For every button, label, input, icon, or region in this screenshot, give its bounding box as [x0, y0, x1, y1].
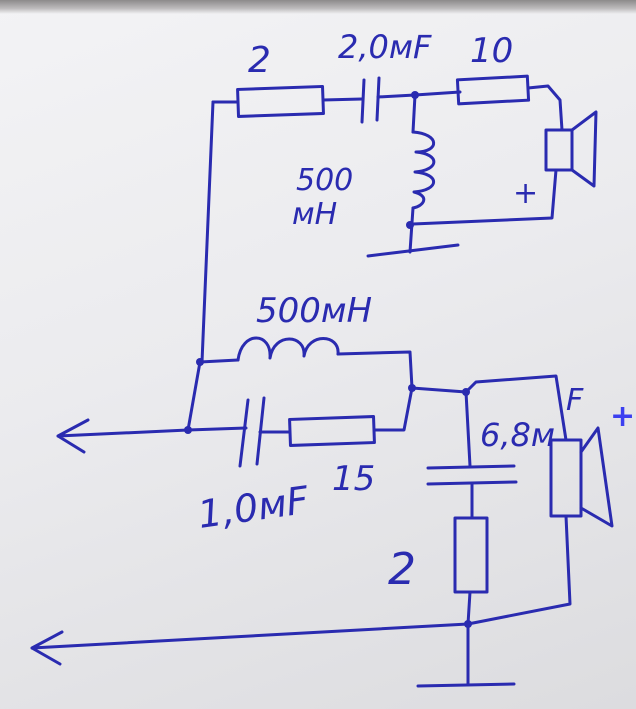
wire-coil-mid-right [336, 350, 414, 390]
wire-left-vertical [200, 100, 215, 364]
inductor-mid-500mH [236, 336, 340, 362]
resistor-top-10 [455, 74, 531, 106]
label-inductor-mid: 500мН [256, 291, 372, 331]
wire-speaker-bottom-return [466, 514, 572, 626]
inductor-top-500mH [411, 130, 436, 210]
wire-node-to-c-right [464, 390, 472, 468]
input-arrow-icon-top [56, 418, 190, 454]
wire-mid-right [410, 386, 468, 394]
wire-to-bottom-speaker [464, 374, 568, 442]
wire-node-to-coil [411, 93, 417, 134]
wire-c-to-node-top [376, 93, 417, 99]
label-capacitor-top: 2,0мF [338, 28, 432, 66]
wire-mid-to-coil [198, 358, 240, 364]
label-capacitor-right: 6,8м [480, 416, 555, 454]
label-resistor-mid-15: 15 [332, 459, 375, 499]
resistor-bottom-2 [453, 516, 489, 594]
wire-node-to-r10 [413, 90, 462, 97]
label-capacitor-right-suffix: F [566, 383, 584, 418]
capacitor-right-6-8uF [426, 464, 518, 486]
photo-top-edge [0, 0, 636, 14]
label-inductor-top-value: 500 [296, 163, 353, 198]
input-arrow-icon-bottom [30, 622, 470, 666]
resistor-mid-15 [288, 415, 376, 447]
label-capacitor-mid: 1,0мF [195, 478, 312, 537]
label-resistor-top-2: 2 [248, 40, 271, 81]
speaker-icon-bottom [549, 426, 614, 528]
wire-r-to-c-top [321, 97, 364, 102]
resistor-top-2 [236, 85, 325, 118]
wire-coil-to-ground [408, 206, 415, 254]
wire-mid-left-vertical [186, 360, 202, 432]
capacitor-top-2uF [360, 76, 381, 124]
ground-symbol-bottom [416, 682, 516, 688]
label-resistor-bottom-2: 2 [388, 544, 416, 595]
wire-speaker-top-return [411, 168, 558, 226]
label-resistor-top-10: 10 [470, 31, 513, 71]
wire-r10-to-speaker [526, 84, 564, 132]
speaker-icon-top [544, 110, 598, 188]
node-top-ground [406, 221, 414, 229]
label-speaker-top-polarity: + [513, 176, 538, 211]
wire-node-to-c-mid [186, 426, 248, 432]
ground-symbol-top [366, 243, 460, 258]
label-speaker-bottom-polarity: + [610, 399, 635, 434]
label-inductor-top-unit: мН [292, 197, 337, 232]
wire-r15-to-right [372, 386, 414, 432]
wire-r2-to-ground [466, 590, 472, 626]
